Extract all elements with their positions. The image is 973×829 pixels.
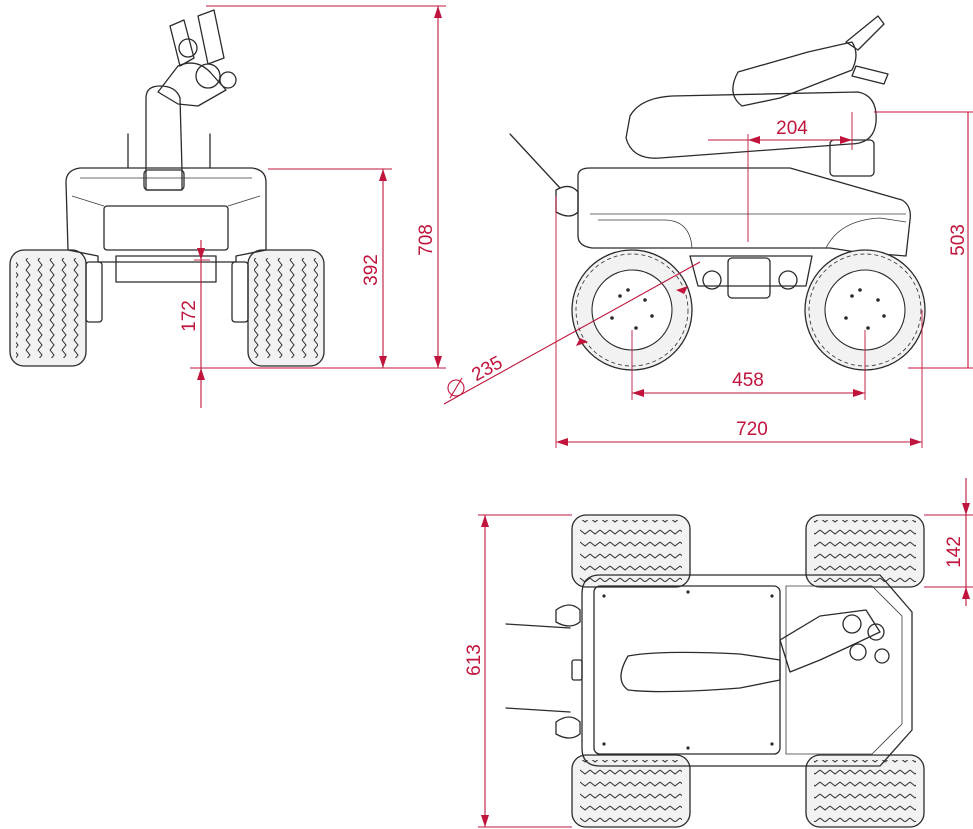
front-view [9,9,325,367]
side-arm-lower-link [625,91,877,159]
side-gripper-lower [851,65,889,85]
top-antenna-lower [505,707,571,713]
side-arm-upper-link [732,41,857,107]
side-dimension-lines [443,111,973,448]
side-antenna [509,133,561,189]
top-wheel-rear-right [805,754,925,828]
front-right-suspension [231,261,249,323]
side-view [509,15,926,371]
dim-label-front-ground-clearance: 172 [179,300,200,332]
front-left-suspension [85,261,103,323]
top-wheel-front-left [571,514,691,588]
front-dimension-lines [190,5,446,408]
dim-label-top-width: 613 [464,644,485,676]
top-sensor-upper [555,604,581,627]
top-body [581,574,913,767]
top-wheel-front-right [571,754,691,828]
front-gripper-right [197,9,225,65]
top-arm-lower-link [620,651,781,693]
dim-line-diameter [443,261,701,405]
front-lower-plate [115,255,217,283]
top-dimension-lines [478,478,973,828]
dim-label-front-total-height: 708 [416,224,437,256]
front-right-wheel [247,249,325,367]
front-bumper [103,205,229,251]
dim-label-arm-offset: 204 [776,118,808,139]
side-front-wheel [571,249,693,371]
top-sensor-lower [555,716,581,739]
front-gripper-left [169,19,195,67]
front-left-wheel [9,249,87,367]
dim-label-total-length: 720 [736,419,768,440]
front-arm-base [145,85,183,191]
dim-label-wheel-diameter: 235 [468,352,506,386]
dim-label-side-height: 503 [948,224,969,256]
dim-label-wheelbase: 458 [732,370,764,391]
side-chassis [689,255,813,287]
dim-label-front-body-height: 392 [361,254,382,286]
top-arm-upper-link [779,609,881,673]
side-body [577,167,911,257]
side-front-sensor [555,185,579,217]
side-gripper-upper [845,15,885,51]
dim-label-top-wheel-width: 142 [944,536,965,568]
diameter-symbol-circle [447,379,465,397]
top-view [505,514,925,828]
top-wheel-rear-left [805,514,925,588]
front-body [65,167,267,263]
side-rear-wheel [804,249,926,371]
top-antenna-upper [505,623,571,629]
